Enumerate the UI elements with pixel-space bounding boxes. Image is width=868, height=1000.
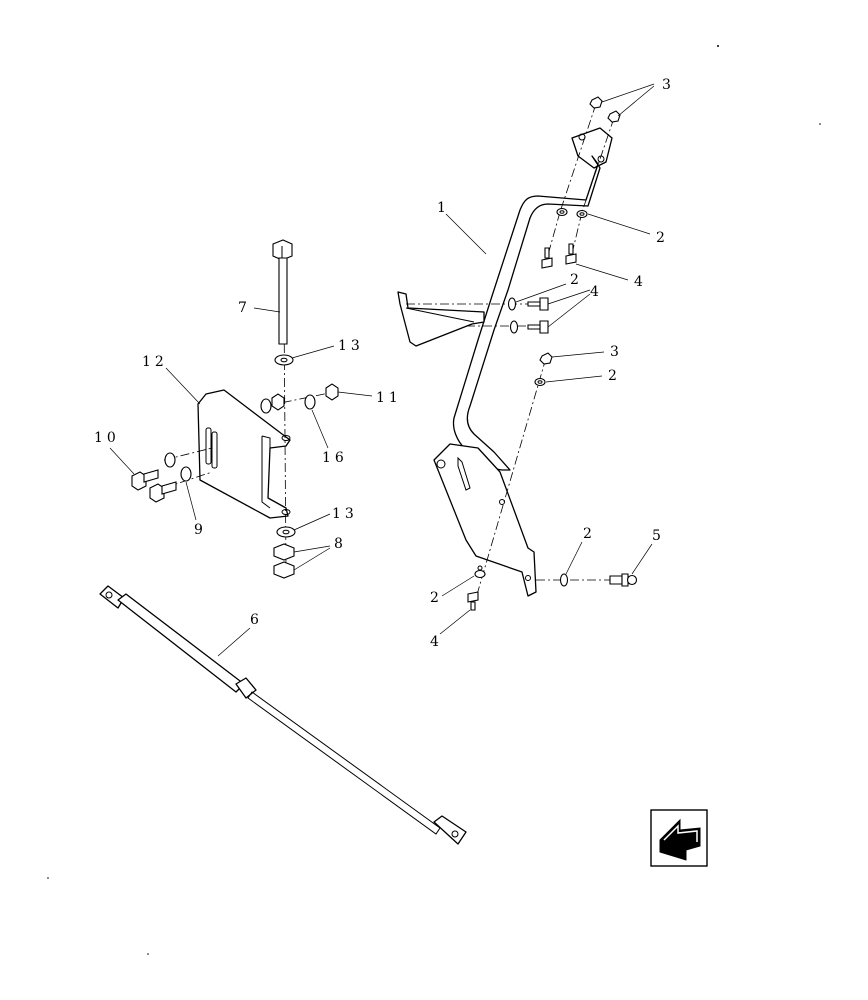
centerlines-right xyxy=(406,103,616,599)
callout-13: 13 xyxy=(338,338,364,354)
callout-6: 6 xyxy=(250,612,263,628)
callout-2: 2 xyxy=(430,590,443,606)
callout-2: 2 xyxy=(656,230,669,246)
callout-2: 2 xyxy=(570,272,583,288)
callout-3: 3 xyxy=(610,344,623,360)
callout-4: 4 xyxy=(430,634,443,650)
part-1-main-lever xyxy=(397,127,613,597)
callout-10: 10 xyxy=(94,430,120,446)
hardware-right xyxy=(467,96,638,611)
callout-4: 4 xyxy=(634,274,647,290)
part-6-gas-strut xyxy=(99,585,467,845)
callout-7: 7 xyxy=(238,300,251,316)
callout-2: 2 xyxy=(583,526,596,542)
leaders-right xyxy=(439,83,655,635)
callout-1: 1 xyxy=(437,200,450,216)
callout-11: 11 xyxy=(376,390,402,406)
callout-4: 4 xyxy=(590,284,603,300)
callout-13: 13 xyxy=(332,506,358,522)
callout-9: 9 xyxy=(194,522,207,538)
callout-5: 5 xyxy=(652,528,665,544)
callout-3: 3 xyxy=(662,77,675,93)
callout-12: 12 xyxy=(142,354,168,370)
previous-page-arrow-icon[interactable] xyxy=(650,809,708,867)
callout-2: 2 xyxy=(608,368,621,384)
callout-8: 8 xyxy=(334,536,347,552)
leaders-left xyxy=(109,307,373,571)
callout-labels: 1 2 2 2 2 2 3 3 4 4 4 5 6 7 8 9 10 11 12… xyxy=(94,77,675,650)
hardware-left xyxy=(131,239,339,579)
callout-16: 16 xyxy=(322,450,348,466)
part-12-bracket xyxy=(197,389,291,519)
